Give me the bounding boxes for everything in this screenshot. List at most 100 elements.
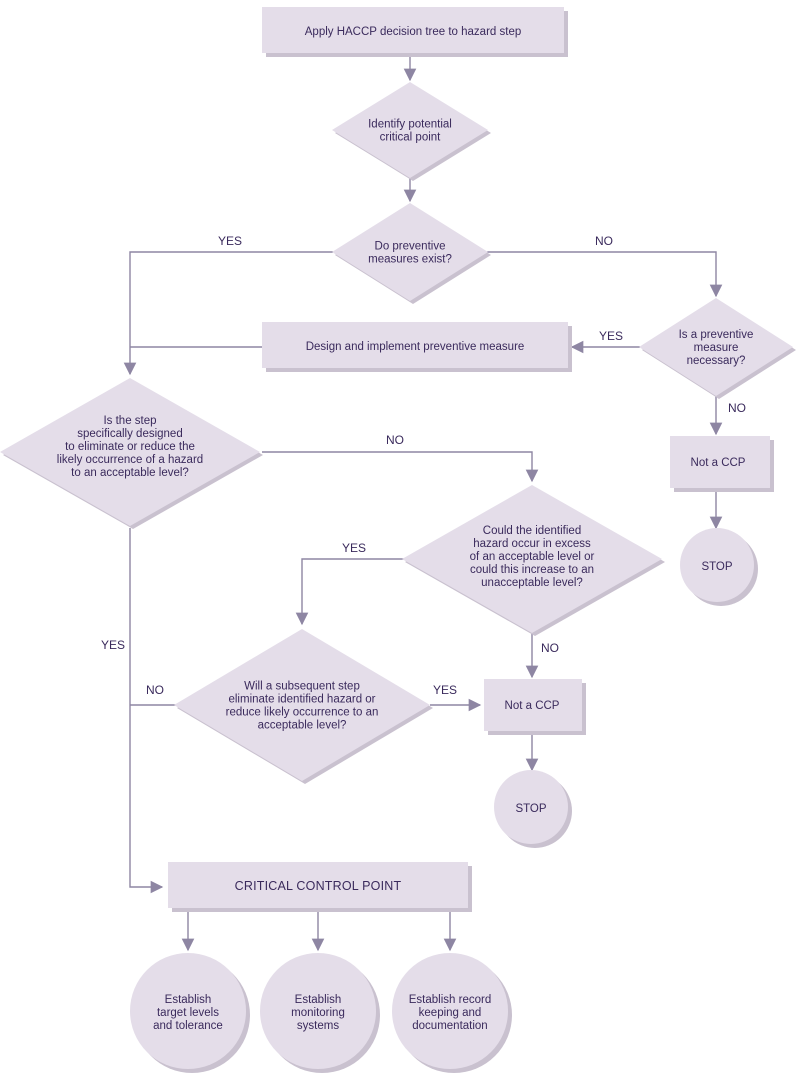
node-design-measure: Design and implement preventive measure — [262, 322, 572, 372]
connector-exist-yes — [123, 251, 333, 376]
text-line: measure — [694, 342, 739, 354]
not-ccp-right-box — [670, 436, 770, 488]
preventive-exist-diamond — [332, 203, 488, 301]
text-line: specifically designed — [77, 428, 182, 440]
text-line: unacceptable level? — [481, 577, 583, 589]
text-line: Establish — [295, 994, 342, 1006]
text-line: Is the step — [103, 415, 156, 427]
text-line: acceptable level? — [258, 720, 347, 732]
not-ccp-mid-box — [484, 679, 582, 731]
monitoring-systems-circle — [260, 953, 376, 1069]
text-line: hazard occur in excess — [473, 538, 591, 550]
text-line: CRITICAL CONTROL POINT — [235, 879, 402, 893]
node-not-ccp-mid: Not a CCP — [484, 679, 586, 735]
text-line: Apply HACCP decision tree to hazard step — [305, 26, 521, 38]
start-box — [262, 7, 564, 53]
label-designed-no: NO — [386, 433, 404, 447]
connector-labels: YES NO YES NO NO YES YES NO NO YES — [101, 234, 746, 697]
label-exist-no: NO — [595, 234, 613, 248]
text-line: Establish record — [409, 994, 491, 1006]
stop-right-circle — [680, 528, 754, 602]
step-designed-diamond — [0, 378, 260, 526]
text-line: Not a CCP — [691, 457, 746, 469]
text-line: to an acceptable level? — [71, 467, 189, 479]
text-line: Not a CCP — [505, 700, 560, 712]
text-line: systems — [297, 1020, 339, 1032]
design-measure-box — [262, 322, 568, 368]
text-line: Do preventive — [375, 241, 446, 253]
not-ccp-mid-text: Not a CCP — [505, 700, 560, 712]
node-stop-right: STOP — [680, 528, 758, 606]
text-line: keeping and — [419, 1007, 482, 1019]
label-subsequent-no: NO — [146, 683, 164, 697]
stop-mid-circle — [494, 770, 568, 844]
text-line: reduce likely occurrence to an — [226, 707, 379, 719]
critical-control-point-text: CRITICAL CONTROL POINT — [235, 879, 402, 893]
text-line: could this increase to an — [470, 564, 594, 576]
start-text: Apply HACCP decision tree to hazard step — [305, 26, 521, 38]
text-line: Could the identified — [483, 525, 581, 537]
text-line: likely occurrence of a hazard — [57, 454, 203, 466]
text-line: and tolerance — [153, 1020, 223, 1032]
critical-control-point-box — [168, 862, 468, 908]
text-line: to eliminate or reduce the — [65, 441, 195, 453]
connector-excess-yes — [295, 558, 404, 626]
not-ccp-right-text: Not a CCP — [691, 457, 746, 469]
label-necessary-yes: YES — [599, 329, 623, 343]
preventive-necessary-diamond — [639, 298, 793, 396]
connectors — [123, 55, 723, 952]
text-line: critical point — [380, 132, 442, 144]
node-not-ccp-right: Not a CCP — [670, 436, 774, 492]
text-line: Will a subsequent step — [244, 681, 360, 693]
text-line: STOP — [701, 561, 732, 573]
text-line: measures exist? — [368, 254, 452, 266]
connector-designed-no — [262, 451, 539, 483]
label-subsequent-yes: YES — [433, 683, 457, 697]
text-line: Establish — [165, 994, 212, 1006]
text-line: monitoring — [291, 1007, 345, 1019]
node-critical-control-point: CRITICAL CONTROL POINT — [168, 862, 472, 912]
label-excess-yes: YES — [342, 541, 366, 555]
label-excess-no: NO — [541, 641, 559, 655]
label-exist-yes: YES — [218, 234, 242, 248]
connector-exist-no — [487, 251, 723, 298]
text-line: Design and implement preventive measure — [306, 341, 525, 353]
hazard-excess-diamond — [402, 485, 662, 633]
label-necessary-no: NO — [728, 401, 746, 415]
subsequent-step-diamond — [174, 629, 430, 781]
connector-designed-yes — [129, 528, 164, 894]
stop-mid-text: STOP — [515, 803, 546, 815]
node-stop-mid: STOP — [494, 770, 572, 848]
label-designed-yes: YES — [101, 638, 125, 652]
design-measure-text: Design and implement preventive measure — [306, 341, 525, 353]
text-line: target levels — [157, 1007, 219, 1019]
text-line: eliminate identified hazard or — [228, 694, 375, 706]
node-start: Apply HACCP decision tree to hazard step — [262, 7, 568, 57]
text-line: Is a preventive — [679, 329, 754, 341]
target-levels-circle — [130, 953, 246, 1069]
text-line: Identify potential — [368, 119, 452, 131]
text-line: documentation — [412, 1020, 487, 1032]
identify-diamond — [332, 82, 488, 178]
stop-right-text: STOP — [701, 561, 732, 573]
text-line: of an acceptable level or — [470, 551, 595, 563]
text-line: necessary? — [687, 355, 746, 367]
